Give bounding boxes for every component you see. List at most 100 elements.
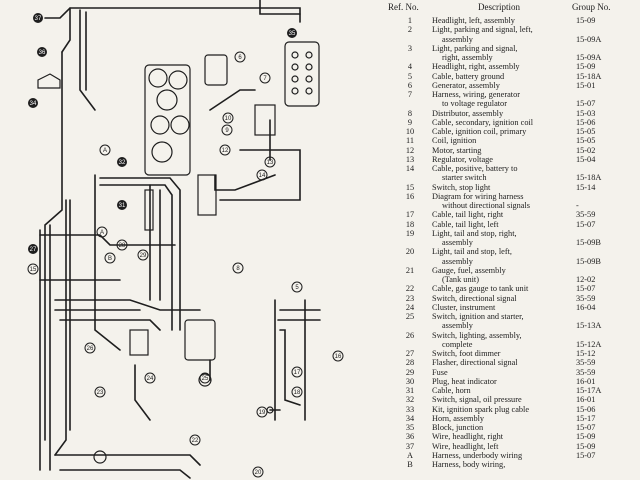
legend-ref: 24 [405,302,415,312]
legend-ref: 8 [407,108,413,118]
callout-19: 19 [256,406,268,418]
svg-text:A: A [103,148,107,154]
callout-32: 32 [117,157,127,167]
legend-ref: 5 [407,71,413,81]
svg-text:28: 28 [119,243,126,249]
legend-group: - [576,201,579,210]
legend-description: assembly [442,238,473,247]
legend-description: (Tank unit) [442,275,479,284]
legend-description: Fuse [432,367,448,377]
callout-13: 13 [264,156,276,168]
legend-ref: 22 [405,284,415,294]
callout-18: 18 [291,386,303,398]
callout-28: 28 [116,239,128,251]
callout-29: 29 [137,249,149,261]
legend-group: 35-59 [576,210,596,220]
legend-ref: 2 [407,25,413,35]
legend-ref: 33 [405,404,415,414]
legend-group: 15-12 [576,349,596,358]
legend-group: 15-09B [576,238,601,247]
header-ref: Ref. No. [388,2,419,12]
callout-8: 8 [232,262,244,274]
legend-description: Harness, underbody wiring [432,450,523,460]
svg-text:18: 18 [294,390,301,396]
legend-group: 35-59 [576,293,596,303]
svg-text:6: 6 [238,55,242,61]
callout-22: 22 [189,434,201,446]
svg-text:35: 35 [289,31,296,37]
legend-group: 15-09 [576,62,596,72]
svg-text:12: 12 [222,148,229,154]
legend-description: Headlight, right, assembly [432,62,520,72]
legend-description: Switch, lighting, assembly, [432,330,522,340]
svg-text:31: 31 [119,203,126,209]
legend-group: 35-59 [576,358,596,368]
legend-ref: 21 [405,265,415,275]
callout-17: 17 [291,366,303,378]
callout-24: 24 [144,372,156,384]
legend-ref: 14 [405,164,415,173]
legend-group: 15-12A [576,339,602,349]
svg-text:24: 24 [147,376,154,382]
legend-description: Horn, assembly [432,413,485,423]
legend-ref: 17 [405,210,415,220]
legend-ref: 20 [405,247,415,257]
legend-ref: 37 [405,441,415,451]
header-group: Group No. [572,2,611,12]
legend-description: Cable, positive, battery to [432,164,518,173]
legend-group: 15-03 [576,108,596,118]
legend-group: 15-06 [576,117,596,127]
wiring-diagram: 37 36 35 34 6 7 A 32 12 13 14 9 10 31 28… [27,0,344,479]
svg-text:32: 32 [119,160,126,166]
legend-ref: 32 [405,395,415,405]
svg-text:14: 14 [259,173,266,179]
legend-description: Harness, body wiring, [432,460,506,469]
svg-text:17: 17 [294,370,301,376]
legend-group: 15-17 [576,413,596,423]
svg-text:26: 26 [87,346,94,352]
svg-text:29: 29 [140,253,147,259]
legend-ref: 16 [405,191,415,201]
svg-text:13: 13 [267,160,274,166]
callout-35: 35 [287,28,297,38]
svg-text:10: 10 [225,116,232,122]
legend-description: Switch, directional signal [432,293,517,303]
legend-description: right, assembly [442,53,493,62]
legend-description: Regulator, voltage [432,154,493,164]
legend-ref: 19 [405,228,415,238]
legend-group: 15-02 [576,145,596,155]
svg-text:15: 15 [30,267,37,273]
callout-10: 10 [222,112,234,124]
legend-ref: 27 [405,349,415,358]
legend-ref: 18 [405,219,415,229]
legend-ref: 26 [405,330,415,340]
legend-ref: 36 [405,432,415,442]
legend-group: 15-05 [576,136,596,146]
legend-description: Gauge, fuel, assembly [432,265,506,275]
legend-description: Switch, ignition and starter, [432,312,524,321]
legend-ref: 30 [405,376,415,386]
legend-description: Cluster, instrument [432,302,496,312]
legend-group: 15-17A [576,386,602,395]
header-description: Description [478,2,520,12]
legend-description: Block, junction [432,423,484,432]
legend-group: 15-06 [576,404,596,414]
legend-group: 15-09 [576,432,596,442]
legend-group: 15-04 [576,154,596,164]
svg-text:22: 22 [192,438,199,444]
legend-description: Light, parking and signal, left, [432,25,533,35]
legend-description: Coil, ignition [432,136,477,146]
legend-ref: 12 [405,145,415,155]
callout-12: 12 [219,144,231,156]
legend-description: Switch, stop light [432,182,491,192]
callout-B: B [104,252,116,264]
callout-15: 15 [27,263,39,275]
legend-group: 15-18A [576,173,602,183]
legend-description: Headlight, left, assembly [432,16,515,25]
legend-description: to voltage regulator [442,99,507,109]
legend-description: Cable, battery ground [432,71,505,81]
legend-description: Generator, assembly [432,80,500,90]
legend-description: assembly [442,34,473,44]
legend-description: Wire, headlight, right [432,432,504,442]
